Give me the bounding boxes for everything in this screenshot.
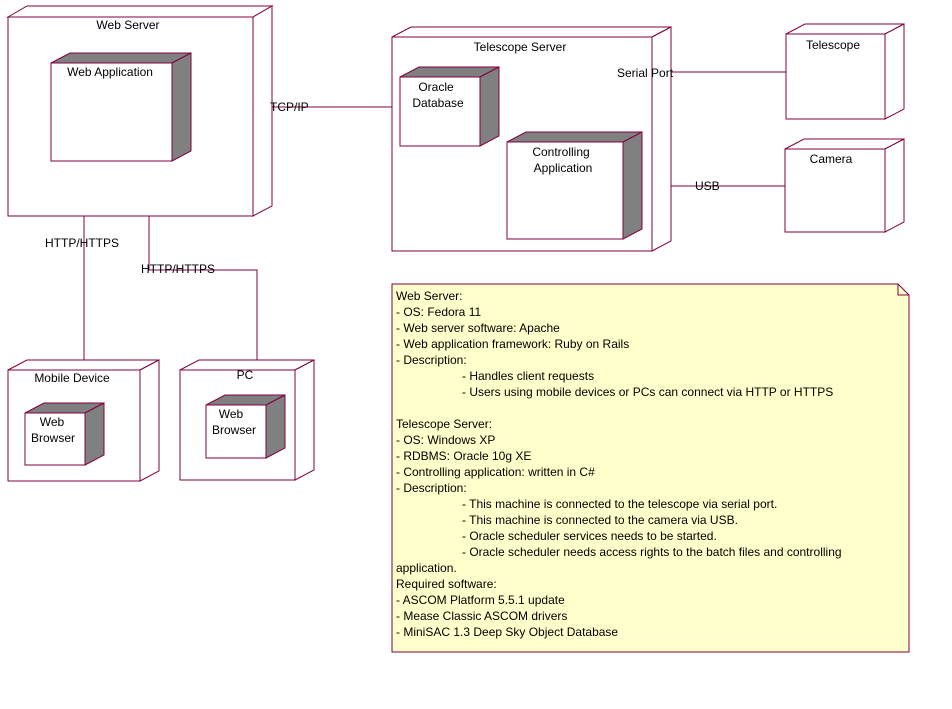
- usb-label: USB: [695, 179, 720, 193]
- note-telescope-description-2: - This machine is connected to the camer…: [462, 513, 738, 527]
- mobile-web-browser-label-line2: Browser: [31, 431, 75, 445]
- note-telescope-app: - Controlling application: written in C#: [396, 465, 595, 479]
- pc-label: PC: [237, 368, 254, 382]
- camera-label: Camera: [810, 152, 853, 166]
- note-shape: [391, 283, 910, 653]
- mobile-device-label: Mobile Device: [34, 371, 110, 385]
- note-telescope-description-label: - Description:: [396, 481, 467, 495]
- note-required-3: - MiniSAC 1.3 Deep Sky Object Database: [396, 625, 619, 639]
- http-https-pc-label: HTTP/HTTPS: [141, 262, 215, 276]
- note-blank-line: [396, 400, 904, 416]
- note-required-title: Required software:: [396, 577, 497, 591]
- note-web-description-1: - Handles client requests: [462, 369, 595, 383]
- note-telescope-description-1: - This machine is connected to the teles…: [462, 497, 778, 511]
- note-web-description-label: - Description:: [396, 353, 467, 367]
- note-web-framework: - Web application framework: Ruby on Rai…: [396, 337, 630, 351]
- web-application-component[interactable]: Web Application: [50, 52, 192, 162]
- note-telescope-description-4a: - Oracle scheduler needs access rights t…: [462, 545, 842, 559]
- note-web-software: - Web server software: Apache: [396, 321, 560, 335]
- note-web-description-2: - Users using mobile devices or PCs can …: [462, 385, 834, 399]
- note-web-os: - OS: Fedora 11: [396, 305, 482, 319]
- note-telescope-rdbms: - RDBMS: Oracle 10g XE: [396, 449, 532, 463]
- web-server-label: Web Server: [96, 18, 159, 32]
- web-application-label: Web Application: [67, 65, 153, 79]
- telescope-label: Telescope: [806, 38, 860, 52]
- oracle-database-label-line1: Oracle: [418, 80, 454, 94]
- pc-web-browser-label-line1: Web: [219, 407, 244, 421]
- telescope-server-label: Telescope Server: [474, 40, 567, 54]
- mobile-web-browser-component[interactable]: Web Browser: [24, 402, 105, 466]
- controlling-application-label-line2: Application: [534, 161, 593, 175]
- description-note: Web Server: - OS: Fedora 11 - Web server s…: [396, 288, 904, 640]
- note-required-2: - Mease Classic ASCOM drivers: [396, 609, 568, 623]
- note-required-1: - ASCOM Platform 5.5.1 update: [396, 593, 565, 607]
- oracle-database-label-line2: Database: [412, 96, 464, 110]
- controlling-application-label-line1: Controlling: [532, 145, 589, 159]
- note-telescope-os: - OS: Windows XP: [396, 433, 496, 447]
- note-telescope-title: Telescope Server:: [396, 417, 493, 431]
- controlling-application-component[interactable]: Controlling Application: [506, 131, 643, 240]
- note-web-server-title: Web Server:: [396, 289, 463, 303]
- note-telescope-description-3: - Oracle scheduler services needs to be …: [462, 529, 717, 543]
- serial-port-label: Serial Port: [617, 66, 674, 80]
- telescope-node[interactable]: Telescope: [785, 23, 905, 120]
- mobile-web-browser-label-line1: Web: [40, 415, 65, 429]
- oracle-database-component[interactable]: Oracle Database: [399, 66, 500, 147]
- http-https-mobile-label: HTTP/HTTPS: [45, 236, 119, 250]
- pc-web-browser-component[interactable]: Web Browser: [205, 394, 286, 459]
- tcp-ip-label: TCP/IP: [270, 100, 309, 114]
- pc-web-browser-label-line2: Browser: [212, 423, 256, 437]
- camera-node[interactable]: Camera: [784, 138, 905, 233]
- note-telescope-description-4b: application.: [396, 561, 457, 575]
